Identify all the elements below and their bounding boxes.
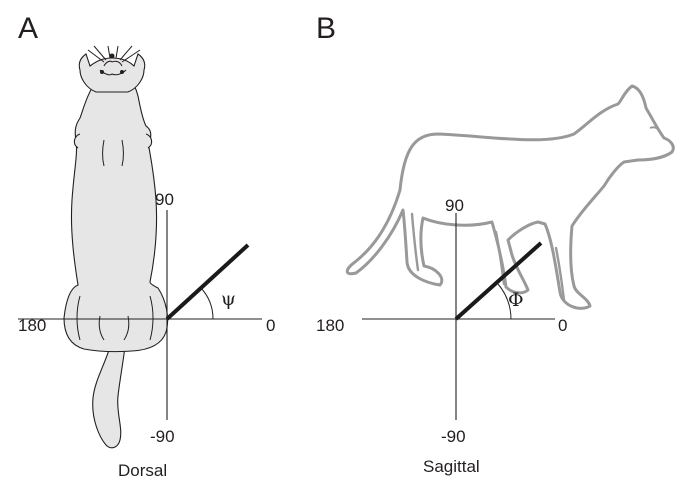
panel-b: B Φ 90 180 0 -90 Sagittal [316,12,673,476]
dorsal-cat-illustration [64,46,168,448]
panel-b-letter: B [316,12,336,45]
dorsal-caption: Dorsal [118,461,167,480]
sagittal-angle-symbol: Φ [508,289,524,311]
dorsal-cat-nose [110,54,115,59]
sagittal-cat-outline [347,86,673,308]
dorsal-cat-head [79,54,145,92]
sagittal-cat-leg-detail [412,214,564,300]
sagittal-vector [456,243,541,319]
dorsal-cat-eye-left [100,70,104,74]
dorsal-cat-body [64,76,168,352]
dorsal-tick-bottom: -90 [150,427,175,446]
dorsal-cat-tail [93,338,126,448]
dorsal-angle-arc [201,288,213,319]
sagittal-tick-bottom: -90 [441,427,466,446]
dorsal-angle-symbol: ψ [221,288,236,310]
sagittal-tick-right: 0 [558,316,567,335]
dorsal-tick-top: 90 [155,190,174,209]
dorsal-tick-left: 180 [18,316,46,335]
sagittal-caption: Sagittal [423,457,480,476]
panel-a-letter: A [18,12,38,45]
dorsal-tick-right: 0 [266,316,275,335]
sagittal-tick-top: 90 [445,196,464,215]
dorsal-cat-eye-right [120,70,124,74]
panel-a: A ψ 90 [18,12,275,480]
sagittal-tick-left: 180 [316,316,344,335]
